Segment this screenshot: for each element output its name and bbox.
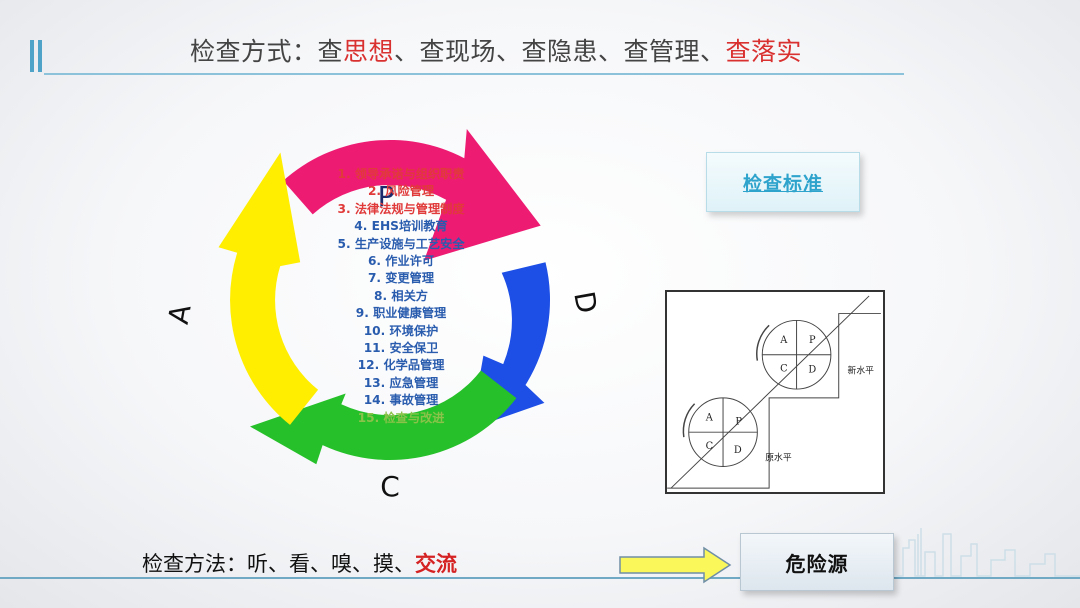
pdca-cycle: P D C A [162,129,603,503]
title-decoration-bars [30,40,44,72]
original-level-label: 原水平 [765,452,792,464]
element-list-item: 5. 生产设施与工艺安全 [337,236,465,251]
upper-a: A [779,335,788,346]
phase-label-a: A [162,302,198,327]
lower-rotation-arc [682,403,696,438]
title-underline [44,73,904,75]
lower-d: D [734,445,742,456]
element-list-item: 9. 职业健康管理 [355,306,447,321]
element-list-item: 15. 检查与改进 [357,410,445,425]
hazard-source-button[interactable]: 危险源 [740,533,894,591]
new-level-label: 新水平 [848,364,875,376]
bottom-divider [0,577,1080,579]
city-skyline-decoration [895,528,1080,577]
title-highlight-1: 思想 [343,37,395,66]
inspection-standard-label: 检查标准 [742,172,823,195]
pdca-arrow-a [218,152,319,425]
inspection-standard-button[interactable]: 检查标准 [706,152,860,212]
lower-c: C [706,441,714,452]
element-list-item: 12. 化学品管理 [357,358,445,373]
pdca-arrow-c [250,370,517,465]
element-list-item: 6. 作业许可 [367,254,435,269]
element-list-item: 8. 相关方 [374,288,428,303]
element-list-item: 1. 领导承诺与组织职责 [337,167,465,181]
title-part-1: 检查方式：查 [190,37,344,66]
page-title: 检查方式：查思想、查现场、查隐患、查管理、查落实 [190,32,802,68]
title-part-2: 、查现场、查隐患、查管理、 [394,37,726,66]
upper-d: D [808,364,816,375]
phase-label-c: C [380,470,400,503]
element-list-item: 4. EHS培训教育 [354,219,448,234]
inspection-methods: 检查方法：听、看、嗅、摸、交流 [142,548,457,578]
element-list-item: 2. 风险管理 [367,184,435,199]
stair-outline [667,313,881,489]
element-list: 1. 领导承诺与组织职责 2. 风险管理 3. 法律法规与管理制度 4. EHS培训教… [296,166,506,427]
upper-p: P [809,335,816,346]
lower-a: A [705,412,714,423]
pdca-arrow-p [283,129,541,261]
element-list-item: 11. 安全保卫 [363,341,439,356]
hazard-source-label: 危险源 [785,551,849,576]
methods-label: 检查方法：听、看、嗅、摸、 [142,552,415,576]
element-list-item: 3. 法律法规与管理制度 [337,201,465,216]
element-list-item: 10. 环境保护 [363,323,439,338]
element-list-item: 13. 应急管理 [363,375,439,390]
upper-rotation-arc [756,324,770,361]
element-list-item: 14. 事故管理 [363,393,439,408]
upper-c: C [780,363,788,374]
slope-line [670,295,870,489]
methods-highlight: 交流 [415,552,457,576]
right-arrow-icon [619,546,732,584]
pdca-staircase-diagram: A P C D A P C D 新水平 原水平 [665,290,885,494]
element-list-item: 7. 变更管理 [367,271,435,286]
phase-label-p: P [378,180,395,213]
title-highlight-2: 查落实 [725,37,803,66]
lower-p: P [735,416,742,427]
phase-label-d: D [567,289,603,316]
